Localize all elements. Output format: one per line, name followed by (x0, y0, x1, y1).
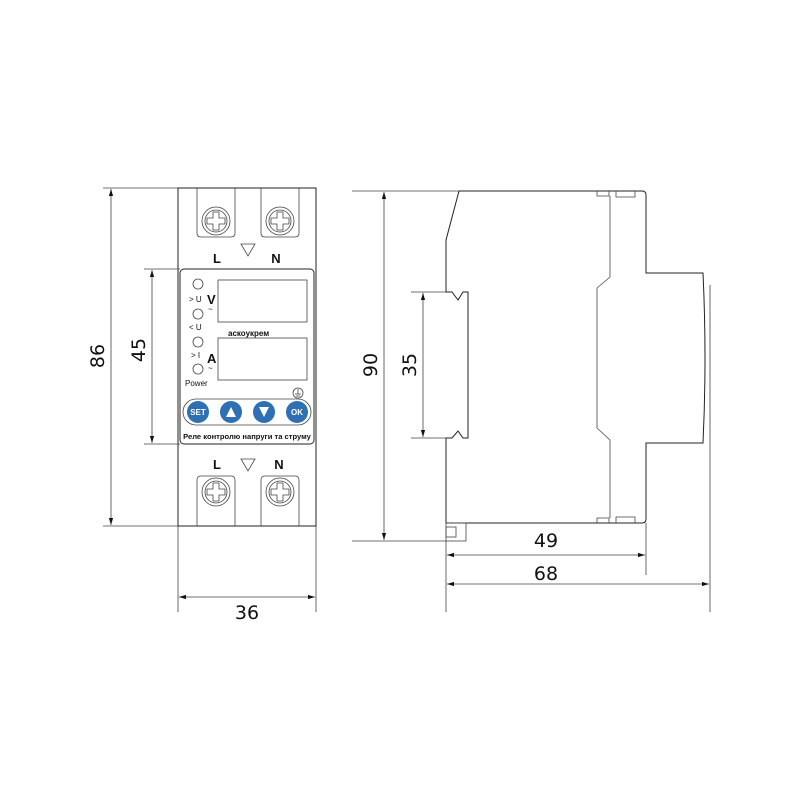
triangle-marker-icon (240, 458, 256, 472)
front-view: L N > U < U > I Power V ~ аскоукрем A ~ … (177, 187, 317, 527)
dimension-68: 68 (534, 563, 558, 585)
side-view (445, 190, 706, 542)
screw-icon (201, 206, 231, 236)
triangle-marker-icon (240, 243, 256, 257)
dimension-90: 90 (360, 353, 382, 377)
top-terminals: L N (196, 188, 300, 266)
front-body (177, 187, 317, 527)
arrow-up-icon (226, 407, 236, 417)
leds (192, 278, 204, 375)
led-label: > I (191, 351, 200, 360)
dimension-36: 36 (235, 602, 259, 624)
side-body (445, 190, 706, 524)
voltage-unit: V (207, 292, 216, 307)
side-dimensions: 90 35 49 68 (352, 190, 711, 612)
terminal-label: N (271, 251, 280, 266)
ac-symbol: ~ (208, 305, 213, 314)
led-label: > U (189, 295, 202, 304)
terminal-label: N (274, 457, 283, 472)
svg-text:OK: OK (291, 408, 303, 417)
screw-icon (201, 477, 231, 507)
buttons: SET OK (182, 398, 312, 426)
led-label: Power (185, 379, 208, 388)
svg-text:SET: SET (190, 408, 206, 417)
voltage-display (217, 279, 308, 323)
ac-symbol: ~ (208, 364, 213, 373)
dimension-49: 49 (534, 530, 558, 552)
panel-caption: Реле контролю напруги та струму (183, 432, 312, 441)
screw-icon (265, 477, 295, 507)
terminal-label: L (213, 457, 221, 472)
brand-logo: аскоукрем (228, 329, 269, 338)
terminal-label: L (213, 251, 221, 266)
dimension-35: 35 (399, 353, 421, 377)
bottom-terminals: L N (196, 457, 300, 526)
current-display (217, 337, 308, 381)
ok-button[interactable]: OK (286, 401, 308, 423)
screw-icon (265, 206, 295, 236)
arrow-down-icon (259, 407, 269, 417)
led-label: < U (189, 323, 202, 332)
dimension-45: 45 (128, 338, 150, 362)
front-panel (179, 268, 315, 445)
dimension-86: 86 (87, 344, 109, 368)
ground-icon (292, 387, 304, 399)
current-unit: A (207, 351, 217, 366)
down-button[interactable] (253, 401, 275, 423)
set-button[interactable]: SET (187, 401, 209, 423)
front-dimensions: 86 45 36 (87, 187, 317, 624)
up-button[interactable] (220, 401, 242, 423)
